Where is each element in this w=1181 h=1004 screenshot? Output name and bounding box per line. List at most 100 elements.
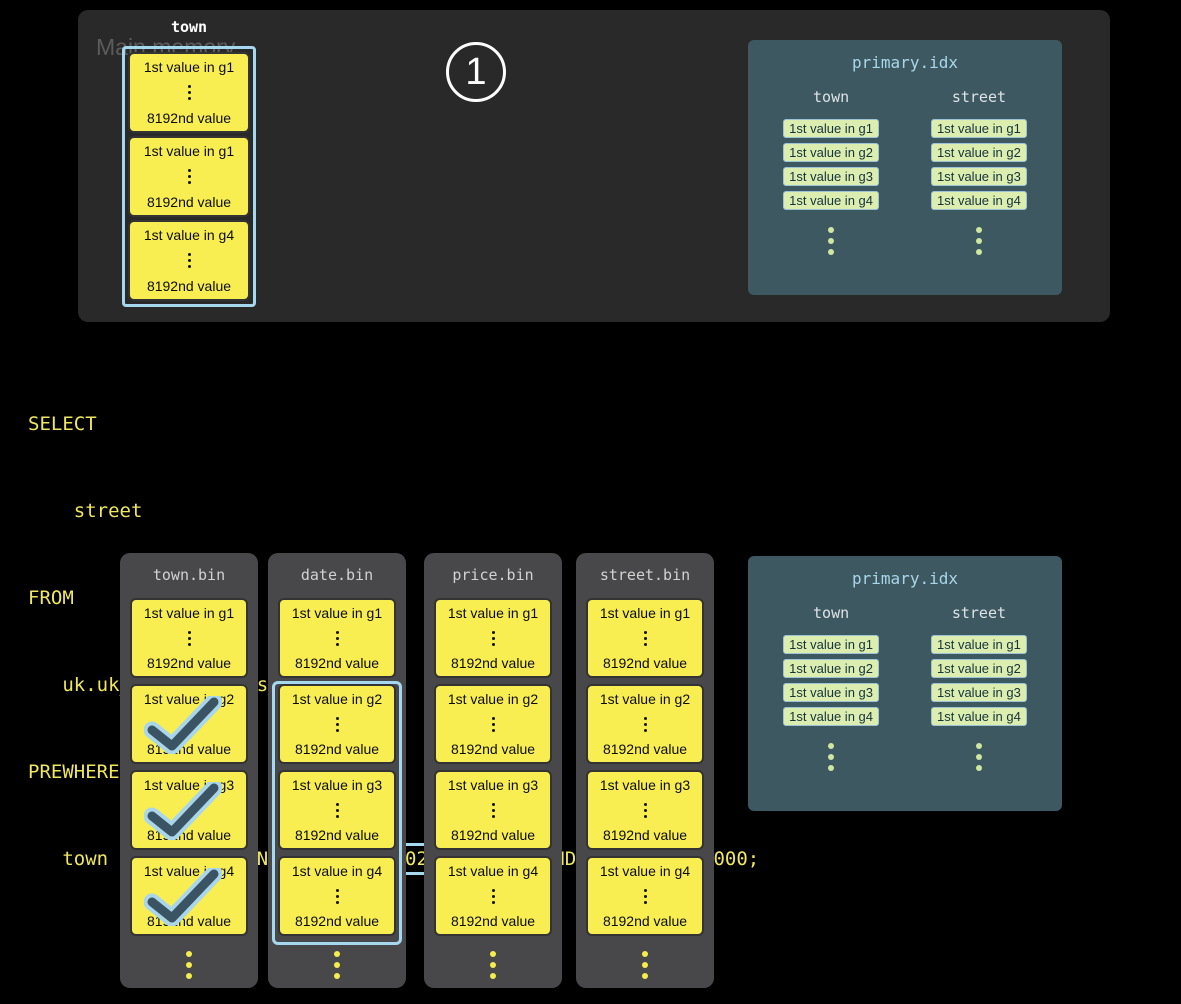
- check-icon: [144, 696, 222, 754]
- granule-last-value: 8192nd value: [602, 741, 688, 757]
- granule-block-g2: 1st value in g2 8192nd value: [586, 684, 704, 764]
- granule-block-g4: 1st value in g4 8192nd value: [434, 856, 552, 936]
- bin-title: town.bin: [152, 566, 226, 584]
- vertical-ellipsis-icon: [491, 888, 495, 904]
- granule-block-g4: 1st value in g4 8192nd value: [586, 856, 704, 936]
- granule-last-value: 8192nd value: [602, 827, 688, 843]
- granule-first-value: 1st value in g1: [599, 605, 691, 621]
- vertical-ellipsis-icon: [643, 630, 647, 646]
- index-entry: 1st value in g4: [783, 191, 879, 210]
- primary-index-title: primary.idx: [852, 53, 958, 72]
- primary-index-panel-bottom: primary.idx town 1st value in g1 1st val…: [748, 556, 1062, 811]
- primary-index-title: primary.idx: [852, 569, 958, 588]
- index-entry: 1st value in g2: [783, 143, 879, 162]
- granule-first-value: 1st value in g2: [599, 691, 691, 707]
- vertical-ellipsis-icon: [187, 169, 191, 184]
- vertical-ellipsis-icon: [643, 802, 647, 818]
- granule-last-value: 8192nd value: [146, 110, 232, 126]
- sql-line-select: SELECT: [28, 413, 97, 435]
- granule-first-value: 1st value in g4: [291, 863, 383, 879]
- granule-last-value: 8192nd value: [294, 913, 380, 929]
- memory-column-label: town: [170, 18, 208, 36]
- index-column-header: town: [813, 88, 850, 106]
- more-granules-dots: [186, 946, 192, 984]
- sql-line-street: street: [28, 500, 143, 522]
- check-icon: [144, 782, 222, 840]
- granule-block-g4: 1st value in g4 8192nd value: [128, 220, 250, 301]
- vertical-ellipsis-icon: [335, 888, 339, 904]
- granule-first-value: 1st value in g3: [599, 777, 691, 793]
- granule-first-value: 1st value in g3: [291, 777, 383, 793]
- index-column-header: street: [951, 604, 1007, 622]
- granule-block-g3: 1st value in g3 8192nd value: [278, 770, 396, 850]
- granule-last-value: 8192nd value: [146, 655, 232, 671]
- vertical-ellipsis-icon: [491, 630, 495, 646]
- granule-last-value: 8192nd value: [146, 278, 232, 294]
- granule-first-value: 1st value in g2: [291, 691, 383, 707]
- granule-block-g2: 1st value in g2 8192nd value: [434, 684, 552, 764]
- granule-block-g1: 1st value in g1 8192nd value: [278, 598, 396, 678]
- granule-last-value: 8192nd value: [450, 827, 536, 843]
- bin-panel-price: price.bin 1st value in g1 8192nd value 1…: [424, 553, 562, 988]
- vertical-ellipsis-icon: [491, 716, 495, 732]
- vertical-ellipsis-icon: [643, 716, 647, 732]
- granule-first-value: 1st value in g4: [143, 227, 235, 243]
- granule-block-g3: 1st value in g3 8192nd value: [130, 770, 248, 850]
- granule-last-value: 8192nd value: [294, 655, 380, 671]
- index-entry: 1st value in g2: [931, 143, 1027, 162]
- bin-panel-street: street.bin 1st value in g1 8192nd value …: [576, 553, 714, 988]
- granule-last-value: 8192nd value: [294, 741, 380, 757]
- granule-block-g2: 1st value in g1 8192nd value: [128, 136, 250, 217]
- more-entries-dots: [975, 738, 982, 776]
- index-entry: 1st value in g4: [783, 707, 879, 726]
- vertical-ellipsis-icon: [643, 888, 647, 904]
- vertical-ellipsis-icon: [187, 630, 191, 646]
- step-1-badge: 1: [446, 42, 506, 102]
- granule-first-value: 1st value in g4: [447, 863, 539, 879]
- vertical-ellipsis-icon: [335, 716, 339, 732]
- more-entries-dots: [975, 222, 982, 260]
- granule-first-value: 1st value in g3: [447, 777, 539, 793]
- memory-town-column: 1st value in g1 8192nd value 1st value i…: [122, 46, 256, 307]
- granule-first-value: 1st value in g2: [447, 691, 539, 707]
- index-column-town: town 1st value in g1 1st value in g2 1st…: [783, 604, 879, 776]
- granule-block-g3: 1st value in g3 8192nd value: [586, 770, 704, 850]
- granule-block-g1: 1st value in g1 8192nd value: [130, 598, 248, 678]
- index-entry: 1st value in g1: [783, 635, 879, 654]
- index-entry: 1st value in g1: [931, 635, 1027, 654]
- index-column-header: town: [813, 604, 850, 622]
- granule-last-value: 8192nd value: [146, 194, 232, 210]
- primary-index-panel-top: primary.idx town 1st value in g1 1st val…: [748, 40, 1062, 295]
- index-entry: 1st value in g3: [783, 167, 879, 186]
- granule-block-g1: 1st value in g1 8192nd value: [586, 598, 704, 678]
- index-entry: 1st value in g2: [931, 659, 1027, 678]
- granule-last-value: 8192nd value: [602, 913, 688, 929]
- index-column-street: street 1st value in g1 1st value in g2 1…: [931, 604, 1027, 776]
- granule-block-g4: 1st value in g4 8192nd value: [130, 856, 248, 936]
- granule-first-value: 1st value in g1: [291, 605, 383, 621]
- more-entries-dots: [828, 738, 835, 776]
- vertical-ellipsis-icon: [335, 630, 339, 646]
- bin-title: date.bin: [300, 566, 374, 584]
- index-entry: 1st value in g1: [931, 119, 1027, 138]
- sql-line-from: FROM: [28, 587, 74, 609]
- bin-panel-town: town.bin 1st value in g1 8192nd value 1s…: [120, 553, 258, 988]
- index-entry: 1st value in g3: [931, 683, 1027, 702]
- index-entry: 1st value in g3: [931, 167, 1027, 186]
- granule-last-value: 8192nd value: [450, 741, 536, 757]
- more-entries-dots: [828, 222, 835, 260]
- more-granules-dots: [642, 946, 648, 984]
- index-entry: 1st value in g3: [783, 683, 879, 702]
- granule-last-value: 8192nd value: [294, 827, 380, 843]
- vertical-ellipsis-icon: [187, 85, 191, 100]
- vertical-ellipsis-icon: [491, 802, 495, 818]
- bin-title: price.bin: [452, 566, 534, 584]
- granule-last-value: 8192nd value: [602, 655, 688, 671]
- granule-first-value: 1st value in g1: [447, 605, 539, 621]
- vertical-ellipsis-icon: [335, 802, 339, 818]
- more-granules-dots: [490, 946, 496, 984]
- granule-block-g4: 1st value in g4 8192nd value: [278, 856, 396, 936]
- granule-block-g2: 1st value in g2 8192nd value: [130, 684, 248, 764]
- granule-first-value: 1st value in g1: [143, 143, 235, 159]
